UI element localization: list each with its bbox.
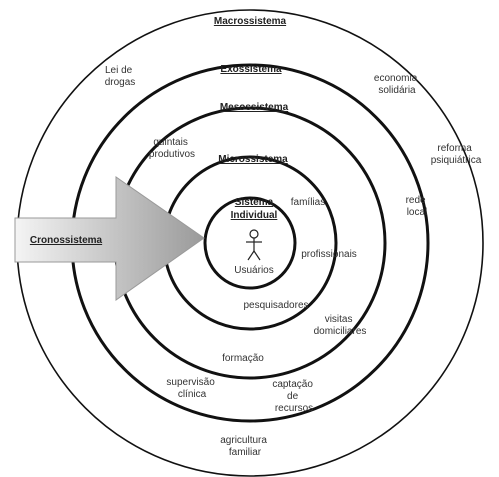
item-formacao: formação — [222, 353, 264, 364]
item-economia-solidaria: economia solidária — [374, 73, 420, 96]
item-reforma-psiquiatrica: reforma psiquiátrica — [431, 143, 482, 166]
item-captacao-de-recursos: captação de recursos — [272, 379, 315, 414]
stick-figure-person-icon — [246, 229, 262, 261]
microssistema-label: Microssistema — [218, 154, 288, 165]
mesossistema-label: Mesossistema — [220, 102, 289, 113]
sistema-individual-ring — [203, 196, 297, 290]
item-supervisao-clinica: supervisão clínica — [166, 377, 217, 400]
item-rede-local: rede local — [406, 195, 429, 218]
cronossistema-arrow — [14, 176, 205, 301]
sistema-individual-label: Sistema — [235, 197, 274, 208]
item-pesquisadores: pesquisadores — [243, 300, 308, 311]
sistema-individual-label-line2: Individual — [231, 210, 278, 221]
macrossistema-label: Macrossistema — [214, 16, 287, 27]
usuarios-label: Usuários — [234, 265, 273, 276]
item-agricultura-familiar: agricultura familiar — [220, 435, 269, 458]
item-lei-de-drogas: Lei de drogas — [105, 65, 136, 88]
exossistema-label: Exossistema — [220, 64, 282, 75]
item-profissionais: profissionais — [301, 249, 357, 260]
cronossistema-label: Cronossistema — [30, 235, 103, 246]
item-visitas-domiciliares: visitas domiciliares — [314, 314, 367, 337]
item-quintais-produtivos: quintais produtivos — [149, 137, 195, 160]
item-familias: famílias — [291, 197, 325, 208]
